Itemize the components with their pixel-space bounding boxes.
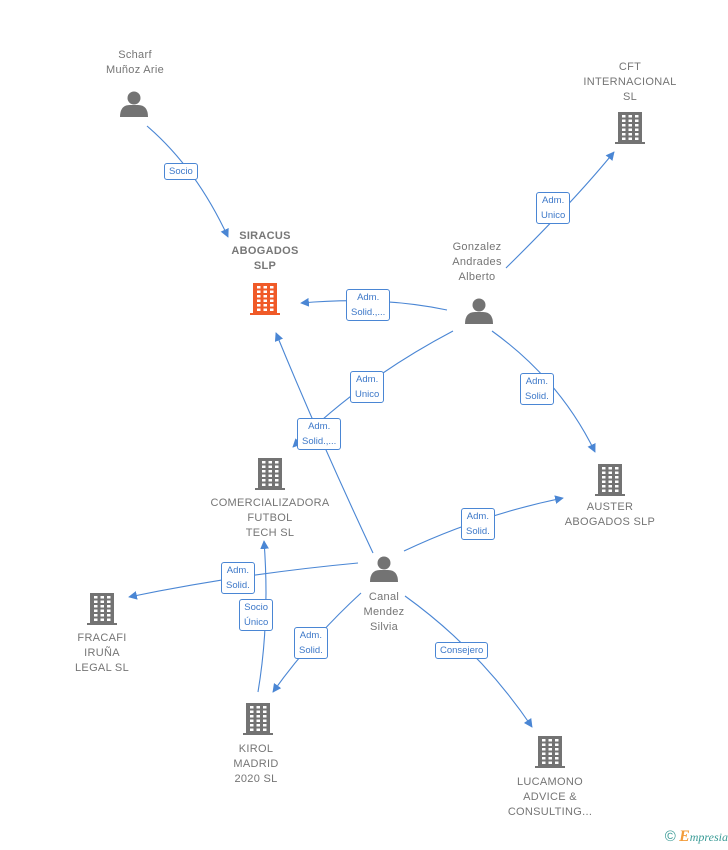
edge-scharf-siracus (146, 125, 229, 238)
node-label-kirol[interactable]: KIROL MADRID 2020 SL (233, 743, 279, 785)
company-icon-auster[interactable] (595, 464, 625, 496)
edge-label-canal-kirol[interactable]: Adm. Solid. (294, 627, 328, 659)
node-label-auster[interactable]: AUSTER ABOGADOS SLP (564, 501, 656, 528)
edge-label-gonzalez-auster[interactable]: Adm. Solid. (520, 373, 554, 405)
node-label-siracus[interactable]: SIRACUS ABOGADOS SLP (231, 230, 299, 272)
company-icon-lucamono[interactable] (535, 736, 565, 768)
company-icon-kirol[interactable] (243, 703, 273, 735)
edge-label-gonzalez-cft[interactable]: Adm. Unico (536, 192, 571, 224)
node-label-scharf[interactable]: Scharf Muñoz Arie (105, 49, 165, 76)
edge-label-canal-fracafi[interactable]: Adm. Solid. (221, 562, 255, 594)
node-label-fracafi[interactable]: FRACAFI IRUÑA LEGAL SL (75, 632, 129, 674)
footer-brand: © Empresia (665, 828, 728, 846)
company-icon-siracus[interactable] (250, 283, 280, 315)
company-icon-cft[interactable] (615, 112, 645, 144)
node-label-gonzalez[interactable]: Gonzalez Andrades Alberto (452, 241, 502, 283)
node-label-comercializadora[interactable]: COMERCIALIZADORA FUTBOL TECH SL (210, 497, 330, 539)
edge-label-canal-lucamono[interactable]: Consejero (435, 642, 489, 659)
copyright-icon: © (664, 828, 676, 845)
company-icon-comercializadora[interactable] (255, 458, 285, 490)
edge-label-kirol-comercializadora[interactable]: Socio Único (239, 599, 274, 631)
person-icon-gonzalez[interactable] (465, 298, 493, 325)
node-label-cft[interactable]: CFT INTERNACIONAL SL (583, 61, 677, 103)
edge-label-gonzalez-siracus[interactable]: Adm. Solid.,... (346, 289, 391, 321)
node-label-lucamono[interactable]: LUCAMONO ADVICE & CONSULTING... (507, 776, 593, 818)
edge-label-canal-siracus[interactable]: Adm. Solid.,... (297, 418, 342, 450)
person-icon-canal[interactable] (370, 556, 398, 583)
edge-label-scharf-siracus[interactable]: Socio (164, 163, 198, 180)
edge-label-gonzalez-comercializadora[interactable]: Adm. Unico (350, 371, 385, 403)
node-label-canal[interactable]: Canal Mendez Silvia (363, 591, 405, 633)
edge-label-canal-auster[interactable]: Adm. Solid. (461, 508, 495, 540)
brand-logo: Empresia (679, 828, 728, 845)
person-icon-scharf[interactable] (120, 91, 148, 118)
company-icon-fracafi[interactable] (87, 593, 117, 625)
